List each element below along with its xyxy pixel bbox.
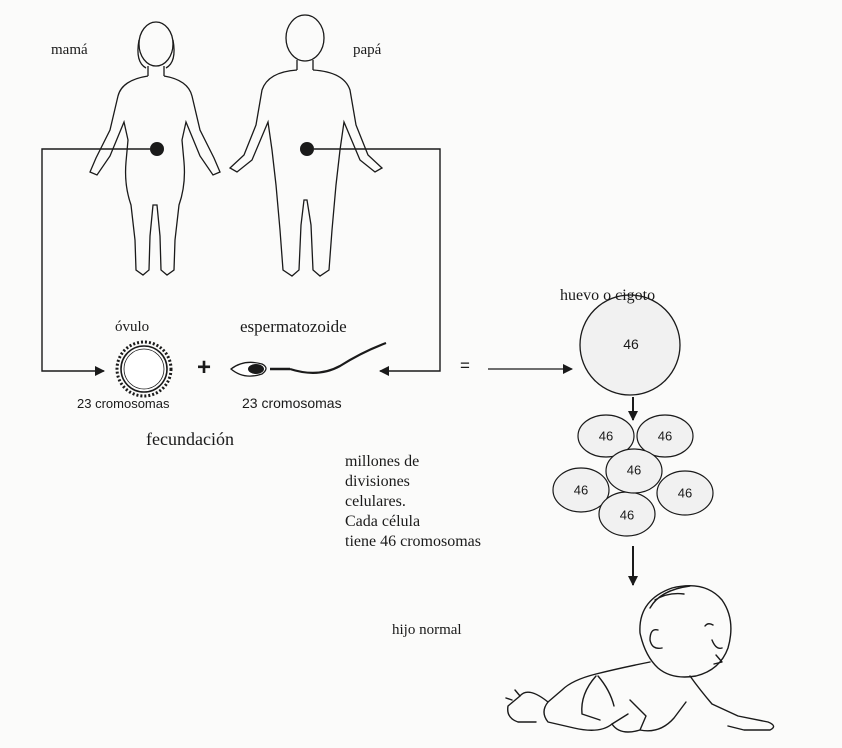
sperm-label: espermatozoide [240,318,347,337]
equals-sign: = [460,357,470,376]
cell-chromosome-number: 46 [627,463,641,478]
cell-chromosome-number: 46 [620,508,634,523]
cell-chromosome-number: 46 [599,429,613,444]
cell-chromosome-number: 46 [658,429,672,444]
division-text-line: tiene 46 cromosomas [345,532,481,552]
mother-gonad-dot [150,142,164,156]
baby-figure [506,586,774,732]
sperm-cell [231,343,386,376]
child-label: hijo normal [392,622,462,639]
cell-division-text: millones de divisiones celulares. Cada c… [345,452,481,552]
zygote-chromosome-number: 46 [623,336,639,352]
ovum-chromosome-count: 23 cromosomas [77,397,169,411]
mother-to-ovum-arrow [42,149,150,371]
plus-sign: + [197,355,211,381]
cell-chromosome-number: 46 [678,486,692,501]
zygote-label: huevo o cigoto [560,287,655,305]
division-text-line: millones de [345,452,481,472]
division-text-line: divisiones [345,472,481,492]
sperm-chromosome-count: 23 cromosomas [242,396,342,411]
cell-chromosome-number: 46 [574,483,588,498]
division-text-line: Cada célula [345,512,481,532]
father-to-sperm-arrow [314,149,440,371]
father-label: papá [353,42,381,59]
ovum-label: óvulo [115,319,149,336]
father-gonad-dot [300,142,314,156]
ovum-cell [117,342,171,396]
fertilization-label: fecundación [146,430,234,450]
division-text-line: celulares. [345,492,481,512]
mother-label: mamá [51,42,88,59]
